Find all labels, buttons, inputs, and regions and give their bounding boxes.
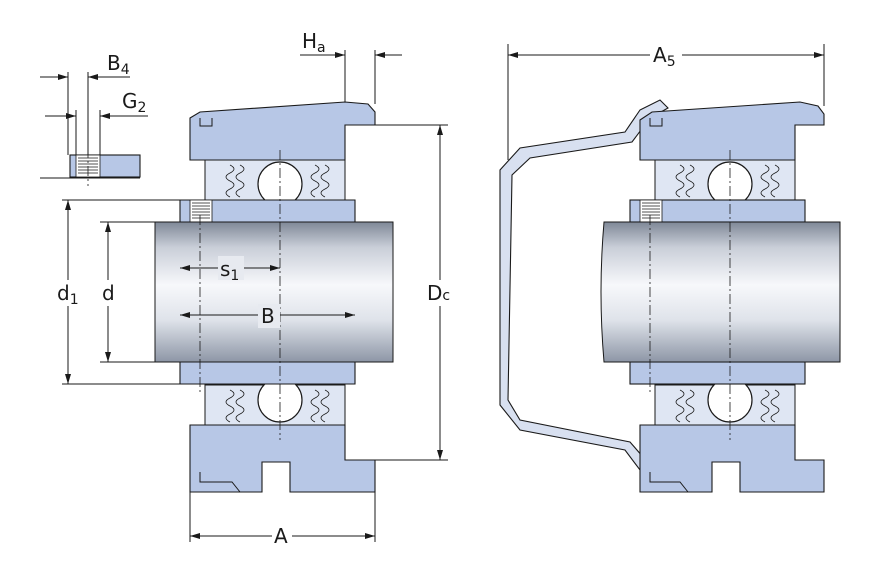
seal-right-view bbox=[675, 164, 780, 423]
housing-bottom bbox=[189, 424, 376, 493]
dim-A5: A5 bbox=[507, 42, 825, 160]
seal-left-top bbox=[225, 164, 245, 198]
label-Dc-sub: c bbox=[442, 288, 450, 304]
dim-G2: G2 bbox=[45, 89, 148, 155]
seal-right-bottom bbox=[310, 389, 330, 423]
svg-text:Ha: Ha bbox=[302, 29, 326, 56]
seal-right-top bbox=[310, 164, 330, 198]
label-G2-sub: 2 bbox=[138, 100, 147, 116]
set-screw-detail bbox=[40, 148, 141, 186]
label-d: d bbox=[102, 281, 115, 305]
svg-text:B4: B4 bbox=[107, 51, 130, 78]
label-B4: B bbox=[107, 51, 121, 75]
svg-text:s1: s1 bbox=[220, 257, 239, 284]
svg-text:d1: d1 bbox=[57, 281, 79, 308]
dim-d: d bbox=[100, 221, 155, 363]
housing-top-right bbox=[639, 101, 825, 161]
svg-text:Dc: Dc bbox=[427, 281, 450, 305]
label-Ha: H bbox=[302, 29, 317, 53]
dim-Dc: Dc bbox=[345, 124, 455, 461]
housing-top bbox=[189, 101, 376, 161]
label-Dc: D bbox=[427, 281, 442, 305]
dim-B: B bbox=[180, 304, 355, 328]
dim-B4: B4 bbox=[40, 51, 130, 155]
label-A5-sub: 5 bbox=[667, 54, 676, 70]
label-d1-sub: 1 bbox=[70, 292, 79, 308]
shaft-right bbox=[600, 221, 841, 363]
label-d1: d bbox=[57, 281, 70, 305]
left-view: Ha B4 G2 bbox=[40, 29, 455, 548]
inner-ring-bottom-right bbox=[629, 361, 806, 385]
dim-Ha: Ha bbox=[300, 29, 402, 104]
inner-ring-bottom bbox=[179, 361, 356, 385]
svg-text:G2: G2 bbox=[122, 89, 146, 116]
label-A5: A bbox=[653, 43, 667, 67]
shaft-left bbox=[154, 221, 394, 363]
label-Ha-sub: a bbox=[317, 40, 326, 56]
label-s1: s bbox=[220, 257, 230, 281]
label-G2: G bbox=[122, 89, 138, 113]
label-B4-sub: 4 bbox=[121, 62, 130, 78]
seal-left-bottom bbox=[225, 389, 245, 423]
label-s1-sub: 1 bbox=[230, 268, 239, 284]
dim-d1: d1 bbox=[55, 199, 180, 385]
dim-s1: s1 bbox=[180, 256, 280, 284]
right-view: A5 bbox=[499, 42, 841, 493]
label-A: A bbox=[274, 524, 288, 548]
label-B: B bbox=[261, 304, 275, 328]
dim-A: A bbox=[189, 492, 376, 548]
svg-text:A5: A5 bbox=[653, 43, 676, 70]
